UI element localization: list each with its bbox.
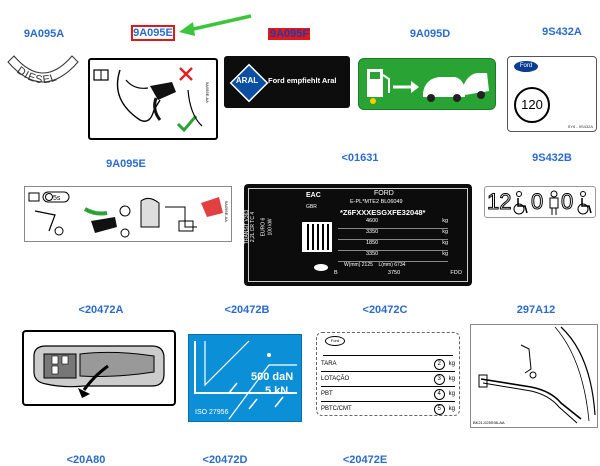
vin-weight-rows: 4600 kg 3350 kg 1850 kg 3350 kg <box>338 218 448 262</box>
seating-count-total: 12 <box>486 189 512 215</box>
weight-row-label: LOTAÇÃO <box>321 376 350 382</box>
bracket-drawing[interactable]: BK21-025S98-AA <box>470 324 598 428</box>
vin-side-label-4: 100 kW <box>267 218 274 236</box>
fuel-pump-car-icon <box>367 69 489 104</box>
weight-row-num: 2 <box>433 358 445 370</box>
part-code-9a095e[interactable]: 9A095E <box>106 158 146 170</box>
vin-code-fdo: FDO <box>450 270 462 276</box>
diesel-label[interactable]: DIESEL <box>6 50 80 94</box>
vin-weight-unit: kg <box>442 218 448 224</box>
bracket-small-print: BK21-025S98-AA <box>473 420 505 425</box>
vin-plate[interactable]: TRANSIT V363 2,2L CR TC 4 EURO 6 100 kW … <box>244 184 472 286</box>
fuel-nozzle-small-print: 9A095E-AA <box>205 82 211 103</box>
weight-row: PBT 4 kg <box>321 387 455 402</box>
load-rating-illustration <box>194 340 297 420</box>
weight-row-unit: kg <box>448 391 455 397</box>
load-rating-iso: ISO 27956 <box>195 409 229 416</box>
vin-qr-code <box>302 222 332 252</box>
part-code-9a095a[interactable]: 9A095A <box>23 28 65 40</box>
speed-label-small-print: SY6 - 9S432A <box>567 124 593 129</box>
fuel-station-label[interactable] <box>358 58 496 110</box>
fuel-nozzle-label[interactable]: 9A095E-AA <box>88 58 218 140</box>
part-code-20472b[interactable]: <20472B <box>224 304 270 316</box>
part-code-20472d[interactable]: <20472D <box>202 454 248 466</box>
vin-code-b: B <box>334 270 338 276</box>
part-code-20472a[interactable]: <20472A <box>78 304 124 316</box>
part-code-20472e[interactable]: <20472E <box>342 454 388 466</box>
speed-limit-value: 120 <box>521 97 543 112</box>
fuel-cap-wait-badge: 5s <box>53 195 61 202</box>
vin-country: GBR <box>306 204 317 210</box>
vin-weight-unit: kg <box>442 229 448 235</box>
green-arrow-icon <box>179 14 252 36</box>
vin-side-label-2: 2,2L CR TC 4 <box>250 211 257 243</box>
weight-row-label: PBTC/CMT <box>321 406 352 412</box>
weight-row-label: TARA <box>321 361 337 367</box>
part-code-20472c[interactable]: <20472C <box>362 304 408 316</box>
door-handle-illustration <box>33 345 165 398</box>
wheelchair-icon <box>513 191 528 215</box>
wheelchair-icon-2 <box>577 191 592 215</box>
weight-row-num: 5 <box>433 403 445 415</box>
vin-dimensions: W(mm) 2125 L(mm) 6734 <box>344 262 406 268</box>
fuel-nozzle-illustration <box>93 67 203 133</box>
vin-number: *Z6FXXXESGXFE32048* <box>340 208 426 217</box>
ford-logo-text: Ford <box>519 63 533 69</box>
door-handle-label[interactable] <box>22 330 176 406</box>
weight-row-unit: kg <box>448 361 455 367</box>
ford-oval-logo: Ford <box>514 61 538 72</box>
vin-side-label-3: EURO 6 <box>260 217 267 237</box>
load-rating-label[interactable]: 500 daN 5 kN ISO 27956 <box>188 334 302 422</box>
load-rating-kn: 5 kN <box>265 385 289 397</box>
vin-approval: E-PL*MTE2 BL06049 <box>350 199 403 205</box>
part-code-9a095f-highlighted[interactable]: 9A095F <box>268 28 310 40</box>
vin-ford-logo <box>314 264 328 271</box>
vin-weight-2: 3350 <box>366 229 379 235</box>
seating-capacity-label[interactable]: 12 0 0 <box>484 186 596 218</box>
svg-text:DIESEL: DIESEL <box>14 65 59 87</box>
weight-row-unit: kg <box>448 376 455 382</box>
speed-limit-label[interactable]: Ford 120 SY6 - 9S432A <box>507 56 597 132</box>
part-code-9a095e-highlighted[interactable]: 9A095E <box>131 25 175 41</box>
vin-brand: FORD <box>374 190 394 197</box>
weight-row-num: 3 <box>433 373 445 385</box>
load-rating-dan: 500 daN <box>251 371 294 383</box>
weight-row: TARA 2 kg <box>321 357 455 372</box>
vin-code-3750: 3750 <box>387 270 401 276</box>
weight-table-rows: TARA 2 kg LOTAÇÃO 3 kg PBT 4 kg PBTC/CMT… <box>321 357 455 416</box>
part-code-9a095d[interactable]: 9A095D <box>409 28 451 40</box>
seating-count-wheelchair: 0 <box>530 189 544 215</box>
weight-row-label: PBT <box>321 391 333 397</box>
weight-row-num: 4 <box>433 388 445 400</box>
vin-eac-mark: EAC <box>306 192 321 199</box>
fuel-cap-instruction-label[interactable]: 5s 9A095E-AA <box>24 186 232 242</box>
vin-weight-unit: kg <box>442 240 448 246</box>
weight-table-ford-logo: Ford <box>325 336 345 346</box>
weight-row: LOTAÇÃO 3 kg <box>321 372 455 387</box>
person-standing-icon <box>549 190 559 215</box>
part-code-01631[interactable]: <01631 <box>341 152 379 164</box>
fuel-cap-small-print: 9A095E-AA <box>224 201 230 222</box>
aral-slogan: Ford empfiehlt Aral <box>268 76 337 85</box>
aral-label[interactable]: ARAL Ford empfiehlt Aral <box>224 56 350 108</box>
part-code-20a80[interactable]: <20A80 <box>66 454 106 466</box>
weight-table-ford-text: Ford <box>330 338 340 343</box>
vin-weight-unit: kg <box>442 251 448 257</box>
part-code-9s432b[interactable]: 9S432B <box>532 152 572 164</box>
diesel-text: DIESEL <box>14 65 58 87</box>
fuel-cap-instruction-illustration: 5s <box>28 191 223 238</box>
weight-row-unit: kg <box>448 406 455 412</box>
vin-weight-3: 1850 <box>366 240 379 246</box>
bracket-illustration <box>478 326 596 424</box>
speed-limit-circle: 120 <box>514 87 550 123</box>
vin-weight-1: 4600 <box>366 218 379 224</box>
weight-table-label[interactable]: Ford TARA 2 kg LOTAÇÃO 3 kg PBT 4 kg PBT… <box>316 332 460 416</box>
vin-code-row: B 3750 FDO <box>334 270 462 276</box>
part-code-297a12[interactable]: 297A12 <box>516 304 556 316</box>
vin-weight-4: 3350 <box>366 251 379 257</box>
weight-row: PBTC/CMT 5 kg <box>321 402 455 416</box>
aral-logo-text: ARAL <box>235 76 259 85</box>
seating-count-standing: 0 <box>560 189 574 215</box>
part-code-9s432a[interactable]: 9S432A <box>542 26 582 38</box>
